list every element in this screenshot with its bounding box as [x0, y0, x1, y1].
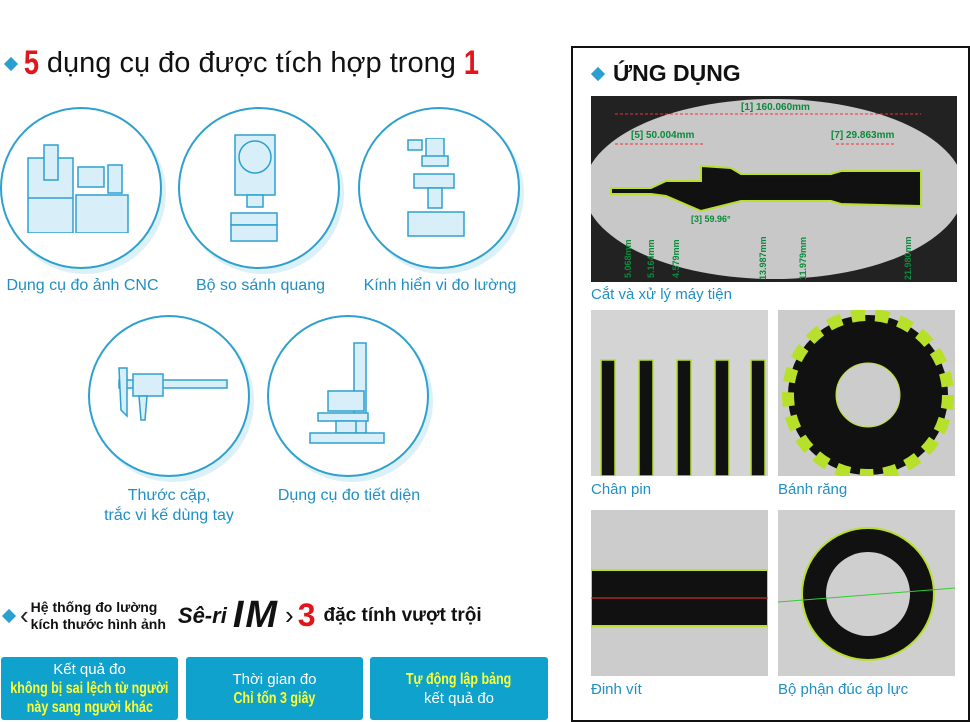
feature-line: Thời gian đo [232, 670, 317, 688]
series-heading: ‹ Hệ thống đo lường kích thước hình ảnh … [1, 594, 482, 637]
instrument-label: Bộ so sánh quang [196, 277, 325, 294]
annotation-label: 4.579mm [671, 239, 681, 278]
screw-image [591, 510, 768, 676]
instrument-label-line: Thước cặp, [127, 487, 211, 504]
feature-highlight: không bị sai lệch từ người [10, 680, 169, 697]
annotation-label: 13.987mm [758, 236, 768, 280]
annotation-label: [7] 29.863mm [831, 130, 894, 141]
title-number-5: 5 [23, 44, 40, 82]
profile-projector-icon [267, 315, 429, 477]
feature-line: Kết quả đo [53, 661, 126, 678]
feature-consistent-results: Kết quả đo không bị sai lệch từ người nà… [1, 657, 178, 720]
series-heading-text: đặc tính vượt trội [323, 604, 482, 626]
application-caption: Cắt và xử lý máy tiện [591, 286, 732, 303]
series-model-logo: IM [232, 594, 280, 636]
diamond-bullet-icon [1, 608, 17, 623]
feature-count: 3 [297, 597, 316, 633]
application-caption: Chân pin [591, 481, 652, 498]
instrument-label: Dụng cụ đo tiết diện [277, 487, 421, 504]
annotation-label: 5.164mm [646, 239, 656, 278]
annotation-label: 11.979mm [798, 237, 808, 280]
application-caption: Bánh răng [778, 481, 848, 498]
applications-title: ỨNG DỤNG [590, 60, 741, 87]
die-cast-part-image [778, 510, 955, 676]
pin-image [591, 310, 768, 476]
feature-highlight: Tự động lập bảng [406, 670, 512, 688]
microscope-icon [358, 107, 520, 269]
application-caption: Đinh vít [591, 681, 642, 698]
annotation-label: 21.980mm [903, 236, 913, 280]
annotation-label: [3] 59.96° [691, 214, 731, 224]
applications-title-text: ỨNG DỤNG [613, 60, 741, 86]
annotation-label: [1] 160.060mm [741, 102, 810, 113]
instrument-label: Thước cặp, trắc vi kế dùng tay [86, 486, 252, 526]
cnc-machine-icon [0, 107, 162, 269]
caliper-icon [88, 315, 250, 477]
feature-line: kết quả đo [423, 689, 495, 707]
title-text: dụng cụ đo được tích hợp trong [46, 47, 456, 79]
annotation-label: [5] 50.004mm [631, 130, 694, 141]
diamond-bullet-icon [3, 56, 19, 71]
annotation-label: 5.068mm [623, 239, 633, 278]
lathe-part-image: [1] 160.060mm [5] 50.004mm [7] 29.863mm … [591, 96, 957, 282]
section-title: 5 dụng cụ đo được tích hợp trong 1 [3, 44, 481, 83]
gear-image [778, 310, 955, 476]
application-caption: Bộ phận đúc áp lực [778, 681, 909, 698]
instrument-label: Kính hiển vi đo lường [363, 277, 517, 294]
optical-comparator-icon [178, 107, 340, 269]
instrument-label: Dụng cụ đo ảnh CNC [6, 277, 159, 294]
title-number-1: 1 [463, 44, 479, 82]
diamond-bullet-icon [590, 66, 606, 81]
feature-auto-report: Tự động lập bảng kết quả đo [370, 657, 548, 720]
feature-measure-time: Thời gian đo Chỉ tốn 3 giây [186, 657, 363, 720]
applications-panel: ỨNG DỤNG [1] 160.060mm [5] 50.004mm [7] … [571, 46, 970, 722]
series-name: Sê-ri [177, 602, 227, 628]
left-angle-icon: ‹ [20, 600, 29, 630]
series-heading-line: kích thước hình ảnh [30, 615, 166, 632]
right-angle-icon: › [285, 600, 294, 630]
series-heading-line: Hệ thống đo lường [30, 598, 158, 615]
feature-highlight: này sang người khác [26, 699, 153, 716]
feature-highlight: Chỉ tốn 3 giây [233, 689, 316, 707]
instrument-label-line: trắc vi kế dùng tay [104, 507, 234, 524]
